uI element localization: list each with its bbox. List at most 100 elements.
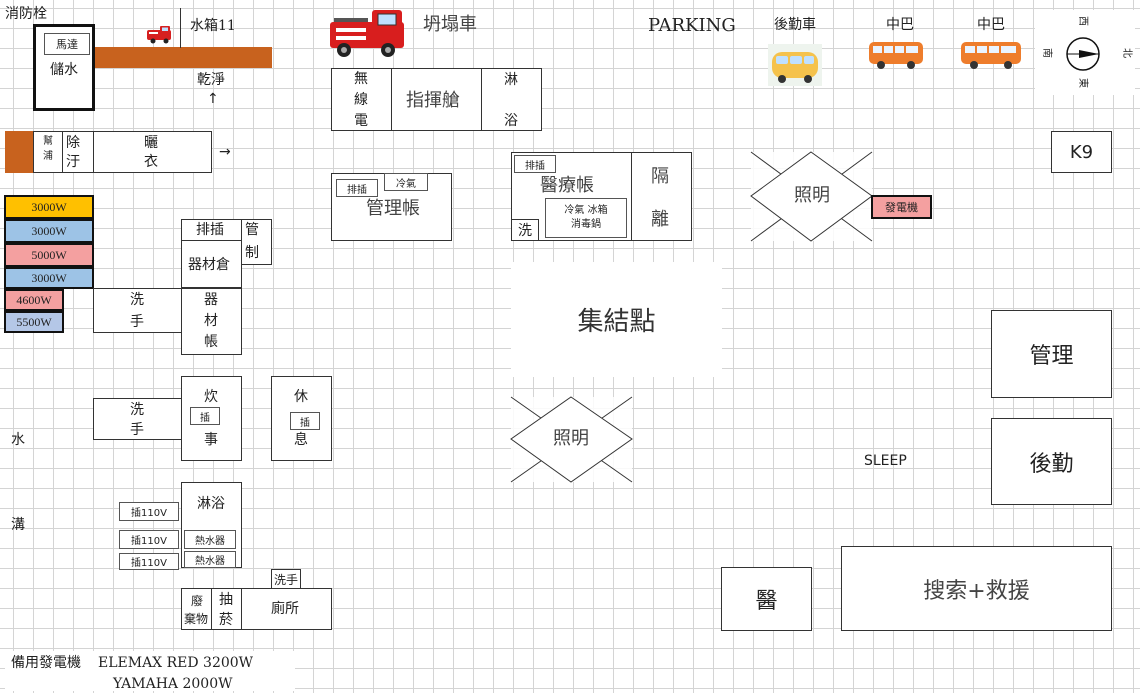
heater-1: 熱水器: [184, 530, 236, 549]
orange-bus-icon: [869, 42, 923, 69]
generator-box: 發電機: [871, 195, 932, 219]
watt-box-5: 4600W: [4, 289, 64, 311]
k9-box: K9: [1051, 131, 1112, 173]
handwash-3: 洗手: [271, 569, 301, 589]
isolation-label-2: 離: [651, 209, 669, 230]
parking-label: PARKING: [648, 15, 736, 36]
compass: 西 南 北 東: [1035, 10, 1135, 95]
equip-tent-label-1: 器: [204, 292, 218, 308]
logistics-vehicle-label: 後勤車: [774, 17, 816, 33]
divider: [62, 132, 63, 172]
control-label-1: 管: [245, 222, 259, 238]
medical-box: 醫: [721, 567, 812, 631]
handwash1-label-2: 手: [130, 314, 144, 330]
rest-plug-label: 插: [290, 412, 320, 430]
logistics-box: 後勤: [991, 418, 1112, 505]
smoking-label-1: 抽: [219, 592, 233, 608]
waste-label-2: 棄物: [184, 612, 209, 626]
equip-store: 器材倉: [181, 240, 242, 288]
decon-label-1: 除: [66, 135, 80, 151]
equip-tent-label-3: 帳: [204, 334, 218, 350]
compass-west: 西: [1077, 16, 1088, 26]
collapse-truck-label: 坍塌車: [423, 14, 477, 35]
radio-label-3: 電: [354, 113, 368, 129]
bus1-label: 中巴: [886, 17, 914, 33]
divider: [481, 69, 482, 130]
smoking-label-2: 菸: [219, 612, 233, 628]
command-block: 無 線 電 指揮艙 淋 浴: [331, 68, 542, 131]
management-tent: 排插 冷氣 管理帳: [331, 173, 452, 241]
isolation-label-1: 隔: [651, 166, 669, 187]
dry-clothes-label-1: 曬: [144, 135, 158, 151]
compass-east: 東: [1077, 78, 1088, 88]
handwash-1: 洗 手: [93, 288, 182, 333]
management-tent-label: 管理帳: [366, 198, 420, 219]
water-storage-label: 儲水: [50, 62, 78, 78]
plug-110v-2: 插110V: [119, 530, 179, 549]
handwash1-label-1: 洗: [130, 292, 144, 308]
search-rescue-box: 搜索+救援: [841, 546, 1112, 631]
equip-store-label: 器材倉: [188, 257, 230, 273]
rest-label-1: 休: [294, 389, 308, 405]
right-arrow-icon: →: [219, 144, 231, 160]
compass-south: 南: [1041, 48, 1052, 58]
equip-tent-label-2: 材: [204, 313, 218, 329]
rest-label-2: 息: [294, 432, 308, 448]
equip-outlet-label: 排插: [196, 222, 224, 238]
equip-tent: 器 材 帳: [181, 288, 242, 355]
shower-label: 淋浴: [197, 496, 225, 512]
small-firetruck-icon: [147, 26, 171, 44]
decon-label-2: 汙: [66, 154, 80, 170]
hose-stub: [5, 131, 33, 173]
generator-2-label: YAMAHA 2000W: [113, 676, 233, 692]
sleep-label: SLEEP: [864, 453, 907, 469]
cook-plug-label: 插: [190, 407, 220, 425]
management-box: 管理: [991, 310, 1112, 398]
command-label: 指揮艙: [406, 90, 460, 111]
cook-label-2: 事: [204, 432, 218, 448]
orange-bus-icon-2: [961, 42, 1021, 69]
lighting-2-icon: [510, 396, 633, 483]
water-ditch-label-1: 水: [11, 432, 25, 448]
divider: [211, 589, 212, 629]
medical-fridge-label: 冷氣 冰箱: [564, 205, 608, 216]
divider: [93, 132, 94, 172]
watt-box-6: 5500W: [4, 311, 64, 333]
rest: 休 插 息: [271, 376, 332, 461]
waste-label-1: 廢: [191, 594, 204, 608]
dry-clothes-label-2: 衣: [144, 154, 158, 170]
tank-divider: [180, 8, 181, 48]
water-hose: [95, 47, 272, 68]
handwash2-label-1: 洗: [130, 402, 144, 418]
control-box: 管 制: [241, 219, 272, 265]
handwash-2: 洗 手: [93, 398, 182, 440]
clean-label: 乾淨: [197, 72, 225, 88]
divider: [391, 69, 392, 130]
assembly-point: 集結點: [511, 262, 722, 377]
watt-box-4: 3000W: [4, 267, 94, 289]
plug-110v-3: 插110V: [119, 553, 179, 570]
hydrant-label: 消防栓: [5, 6, 47, 22]
shower-top-label-2: 浴: [504, 113, 518, 129]
compass-icon: [1066, 37, 1100, 71]
compass-north: 北: [1121, 48, 1132, 58]
sterilizer-label: 消毒鍋: [571, 219, 601, 230]
outlet-label: 排插: [336, 179, 378, 197]
lighting-2-label: 照明: [553, 428, 589, 449]
aircon-label: 冷氣: [384, 173, 428, 191]
radio-label-1: 無: [354, 71, 368, 87]
bus2-label: 中巴: [977, 17, 1005, 33]
water-storage-box: 馬達 儲水: [33, 24, 95, 111]
lighting-1-icon: [750, 151, 873, 242]
equip-outlet: 排插: [181, 219, 242, 241]
backup-generator-label: 備用發電機: [11, 655, 81, 671]
divider: [241, 589, 242, 629]
lighting-1-label: 照明: [794, 185, 830, 206]
cook-label-1: 炊: [204, 389, 218, 405]
toilet-label: 廁所: [271, 601, 299, 617]
handwash2-label-2: 手: [130, 422, 144, 438]
radio-label-2: 線: [354, 92, 368, 108]
up-arrow-icon: ↑: [207, 91, 219, 107]
motor-label: 馬達: [44, 33, 90, 55]
watt-box-1: 3000W: [4, 195, 94, 219]
